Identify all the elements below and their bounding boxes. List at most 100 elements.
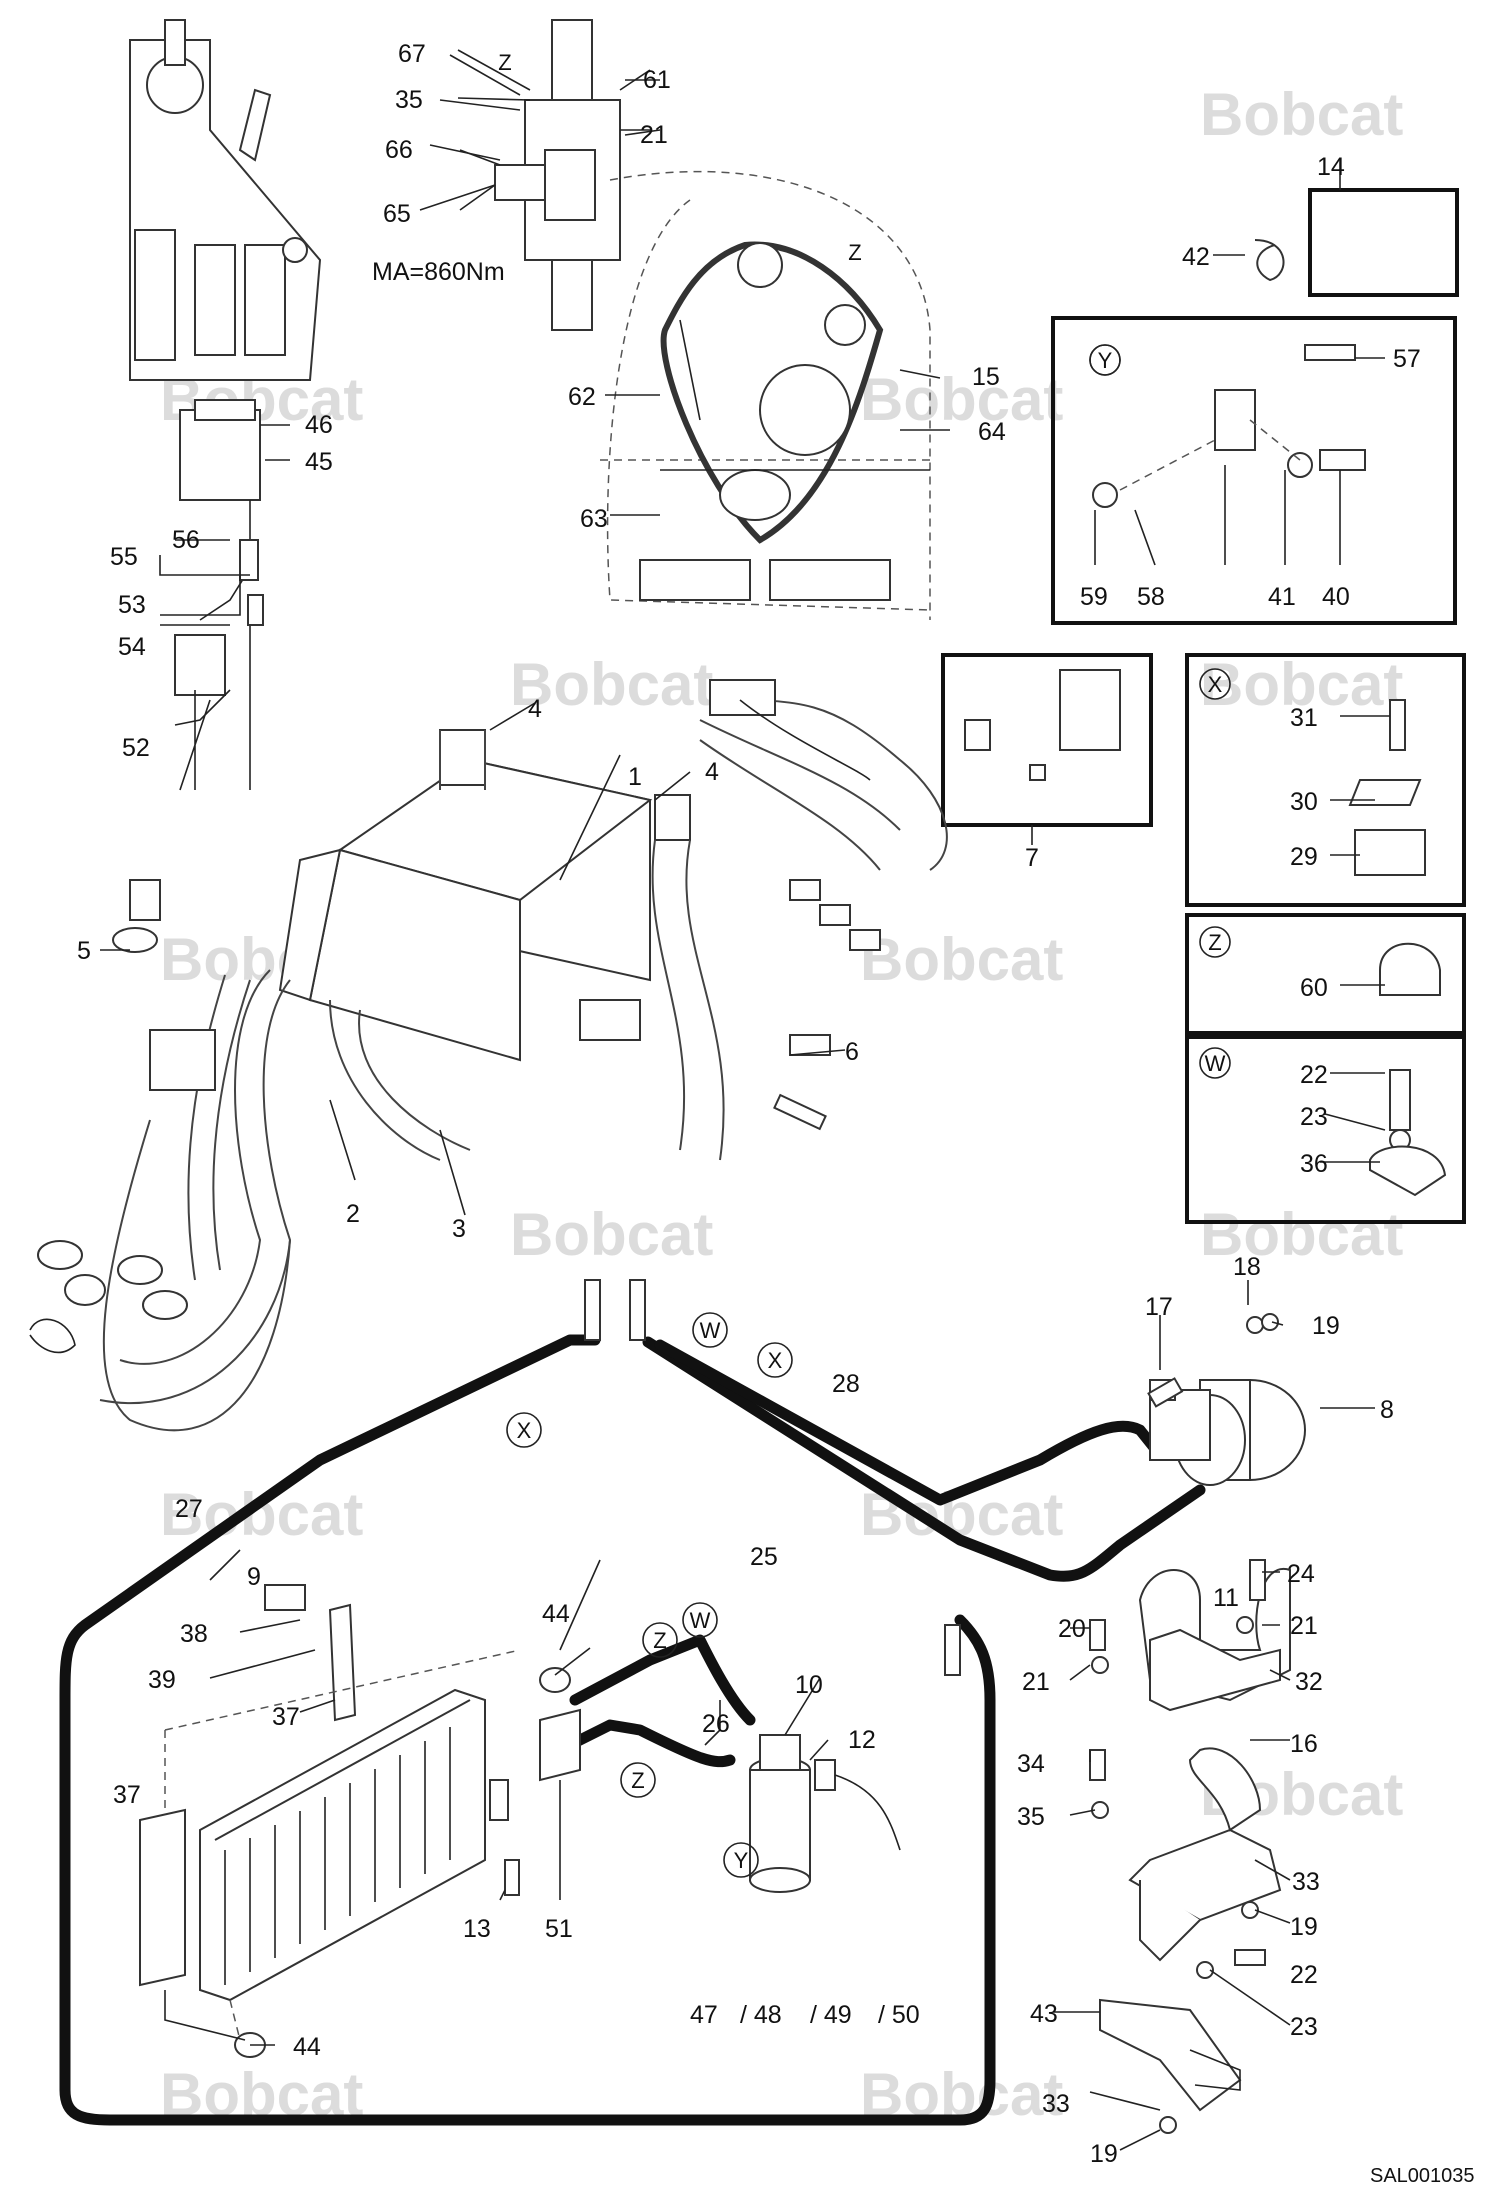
callout-32: 32 — [1295, 1668, 1323, 1696]
callout-47: 47 — [690, 2001, 718, 2029]
detail-w — [1185, 1035, 1466, 1224]
watermark: Bobcat — [160, 1481, 363, 1548]
callout-20: 20 — [1058, 1615, 1086, 1643]
pulley-detail — [419, 19, 651, 331]
drawing-code: SAL001035 — [1370, 2165, 1475, 2187]
detail-z — [1185, 913, 1466, 1035]
callout-10: 10 — [795, 1671, 823, 1699]
watermark: Bobcat — [510, 651, 713, 718]
callout-6: 6 — [845, 1038, 859, 1066]
callout-21: 21 — [1290, 1612, 1318, 1640]
callout-28: 28 — [832, 1370, 860, 1398]
callout-23: 23 — [1290, 2013, 1318, 2041]
callout-43: 43 — [1030, 2000, 1058, 2028]
callout-35: 35 — [395, 86, 423, 114]
marker-circle — [1199, 926, 1231, 958]
detail-y-box — [1051, 316, 1457, 625]
callout-44: 44 — [293, 2033, 321, 2061]
callout-14: 14 — [1317, 153, 1345, 181]
callout-22: 22 — [1290, 1961, 1318, 1989]
part-14-box — [1308, 188, 1459, 297]
callout-16: 16 — [1290, 1730, 1318, 1758]
torque-note: MA=860Nm — [372, 258, 505, 286]
circle-markers — [506, 344, 1121, 1878]
callout-39: 39 — [148, 1666, 176, 1694]
watermark: Bobcat — [860, 366, 1063, 433]
callout-38: 38 — [180, 1620, 208, 1648]
callout-51: 51 — [545, 1915, 573, 1943]
brackets — [1089, 1559, 1291, 2134]
callout-21: 21 — [1022, 1668, 1050, 1696]
callout-9: 9 — [247, 1563, 261, 1591]
heater-unit — [29, 679, 948, 1432]
callout-13: 13 — [463, 1915, 491, 1943]
belt-drive — [600, 170, 931, 620]
leader-lines — [100, 49, 1390, 2151]
callout-29: 29 — [1290, 843, 1318, 871]
marker-w: W — [700, 1318, 721, 1343]
marker-x: X — [1208, 672, 1223, 697]
callout-54: 54 — [118, 633, 146, 661]
callout-35: 35 — [1017, 1803, 1045, 1831]
callout-1: 1 — [628, 763, 642, 791]
callout-11: 11 — [1213, 1584, 1239, 1612]
watermark: Bobcat — [860, 926, 1063, 993]
callout-66: 66 — [385, 136, 413, 164]
watermark: Bobcat — [1200, 1201, 1403, 1268]
detail-7-box — [941, 653, 1153, 827]
callout-50: / 50 — [878, 2001, 920, 2029]
detail-y — [1051, 316, 1457, 625]
marker-x: X — [517, 1418, 532, 1443]
callout-labels: 1 2 3 4 4 5 6 7 8 9 10 11 12 13 14 15 16… — [77, 40, 1421, 2168]
callout-36: 36 — [1300, 1150, 1328, 1178]
callout-22: 22 — [1300, 1061, 1328, 1089]
callout-46: 46 — [305, 411, 333, 439]
callout-18: 18 — [1233, 1253, 1261, 1281]
callout-19: 19 — [1090, 2140, 1118, 2168]
watermark: Bobcat — [510, 1201, 713, 1268]
callout-27: 27 — [175, 1495, 203, 1523]
callout-61: 61 — [643, 66, 671, 94]
switch-panel — [129, 19, 322, 791]
marker-x: X — [768, 1348, 783, 1373]
callout-12: 12 — [848, 1726, 876, 1754]
callout-8: 8 — [1380, 1396, 1394, 1424]
callout-37: 37 — [113, 1781, 141, 1809]
callout-34: 34 — [1017, 1750, 1045, 1778]
callout-41: 41 — [1268, 583, 1296, 611]
marker-z: Z — [631, 1768, 644, 1793]
callout-24: 24 — [1287, 1560, 1315, 1588]
detail-z-box — [1185, 913, 1466, 1035]
compressor — [1147, 1313, 1306, 1486]
callout-60: 60 — [1300, 974, 1328, 1002]
callout-3: 3 — [452, 1215, 466, 1243]
marker-z: Z — [1208, 930, 1221, 955]
marker-w: W — [690, 1608, 711, 1633]
callout-25: 25 — [750, 1543, 778, 1571]
callout-19: 19 — [1312, 1312, 1340, 1340]
callout-57: 57 — [1393, 345, 1421, 373]
detail-x-box — [1185, 653, 1466, 907]
callout-37: 37 — [272, 1703, 300, 1731]
callout-21: 21 — [640, 121, 668, 149]
callout-55: 55 — [110, 543, 138, 571]
callout-58: 58 — [1137, 583, 1165, 611]
watermark: Bobcat — [1200, 651, 1403, 718]
callout-45: 45 — [305, 448, 333, 476]
marker-circle — [1199, 668, 1231, 700]
marker-circle — [1199, 1047, 1231, 1079]
callout-31: 31 — [1290, 704, 1318, 732]
marker-z: Z — [498, 50, 511, 75]
callout-48: / 48 — [740, 2001, 782, 2029]
callout-44: 44 — [542, 1600, 570, 1628]
condenser — [139, 1584, 961, 2058]
callout-33: 33 — [1292, 1868, 1320, 1896]
callout-63: 63 — [580, 505, 608, 533]
marker-z: Z — [653, 1628, 666, 1653]
callout-52: 52 — [122, 734, 150, 762]
callout-2: 2 — [346, 1200, 360, 1228]
marker-letters: Z Z Y X Z W W X X W Z Z Y — [498, 50, 1225, 1873]
callout-26: 26 — [702, 1710, 730, 1738]
callout-23: 23 — [1300, 1103, 1328, 1131]
